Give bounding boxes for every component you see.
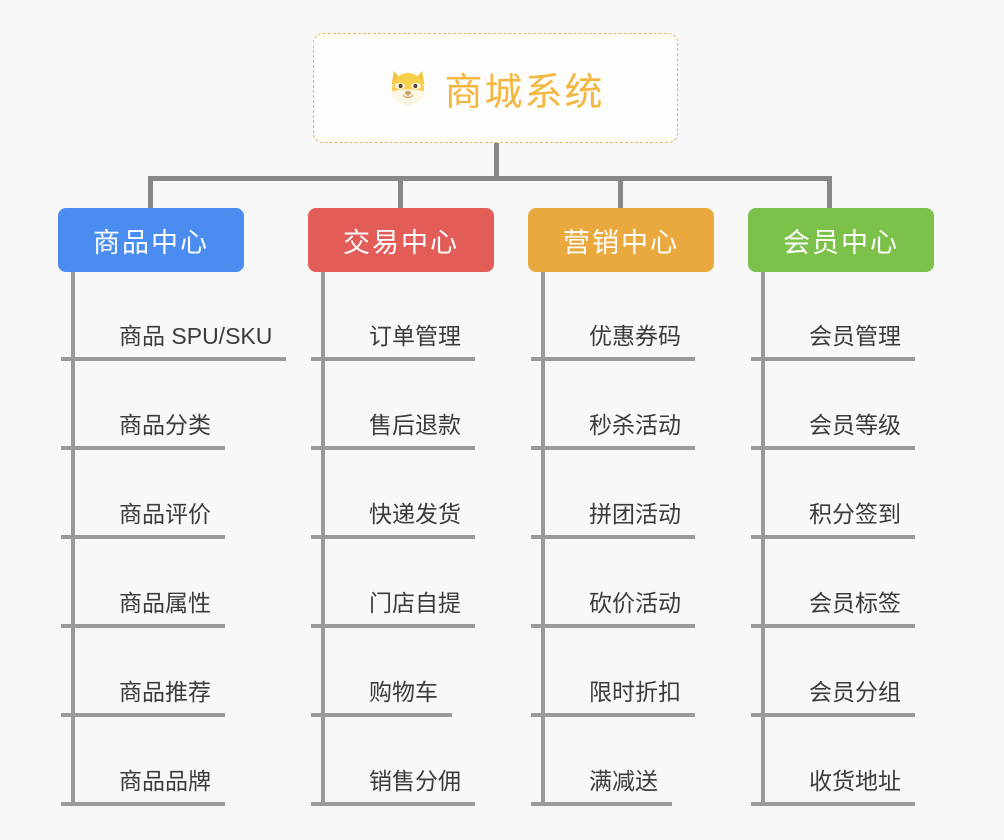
list-item[interactable]: 限时折扣: [531, 628, 748, 717]
branch-marketing-center: 营销中心 优惠券码 秒杀活动 拼团活动 砍价活动 限时折扣 满减送: [528, 208, 748, 806]
leaf-label: 商品评价: [61, 495, 225, 539]
leaf-label: 购物车: [311, 673, 452, 717]
leaf-label: 优惠券码: [531, 317, 695, 361]
shiba-inu-dog-icon: [386, 66, 430, 110]
leaf-trunk: 会员管理 会员等级 积分签到 会员标签 会员分组 收货地址: [751, 272, 968, 806]
leaf-label: 会员等级: [751, 406, 915, 450]
connector-root-stem: [494, 143, 499, 179]
leaf-label: 销售分佣: [311, 762, 475, 806]
list-item[interactable]: 积分签到: [751, 450, 968, 539]
list-item[interactable]: 会员等级: [751, 361, 968, 450]
list-item[interactable]: 购物车: [311, 628, 528, 717]
list-item[interactable]: 商品属性: [61, 539, 278, 628]
list-item[interactable]: 商品分类: [61, 361, 278, 450]
list-item[interactable]: 售后退款: [311, 361, 528, 450]
leaf-label: 限时折扣: [531, 673, 695, 717]
category-title: 商品中心: [93, 227, 209, 258]
list-item[interactable]: 会员管理: [751, 272, 968, 361]
list-item[interactable]: 快递发货: [311, 450, 528, 539]
branch-product-center: 商品中心 商品 SPU/SKU 商品分类 商品评价 商品属性 商品推荐 商品品牌: [58, 208, 287, 806]
list-item[interactable]: 销售分佣: [311, 717, 528, 806]
list-item[interactable]: 会员标签: [751, 539, 968, 628]
list-item[interactable]: 满减送: [531, 717, 748, 806]
root-title: 商城系统: [444, 71, 605, 114]
connector-drop-2: [398, 176, 403, 208]
leaf-label: 秒杀活动: [531, 406, 695, 450]
list-item[interactable]: 收货地址: [751, 717, 968, 806]
list-item[interactable]: 门店自提: [311, 539, 528, 628]
leaf-label: 收货地址: [751, 762, 915, 806]
connector-drop-3: [618, 176, 623, 208]
leaf-label: 售后退款: [311, 406, 475, 450]
list-item[interactable]: 会员分组: [751, 628, 968, 717]
leaf-label: 快递发货: [311, 495, 475, 539]
leaf-trunk: 订单管理 售后退款 快递发货 门店自提 购物车 销售分佣: [311, 272, 528, 806]
connector-drop-1: [148, 176, 153, 208]
category-title: 营销中心: [563, 227, 679, 258]
leaf-label: 商品品牌: [61, 762, 225, 806]
category-header-marketing-center[interactable]: 营销中心: [528, 208, 714, 272]
leaf-label: 砍价活动: [531, 584, 695, 628]
leaf-label: 满减送: [531, 762, 672, 806]
list-item[interactable]: 优惠券码: [531, 272, 748, 361]
branch-trade-center: 交易中心 订单管理 售后退款 快递发货 门店自提 购物车 销售分佣: [308, 208, 528, 806]
leaf-label: 商品分类: [61, 406, 225, 450]
category-header-product-center[interactable]: 商品中心: [58, 208, 244, 272]
list-item[interactable]: 商品推荐: [61, 628, 278, 717]
category-title: 交易中心: [343, 227, 459, 258]
list-item[interactable]: 砍价活动: [531, 539, 748, 628]
list-item[interactable]: 拼团活动: [531, 450, 748, 539]
leaf-label: 门店自提: [311, 584, 475, 628]
leaf-label: 积分签到: [751, 495, 915, 539]
category-header-member-center[interactable]: 会员中心: [748, 208, 934, 272]
category-header-trade-center[interactable]: 交易中心: [308, 208, 494, 272]
list-item[interactable]: 商品评价: [61, 450, 278, 539]
leaf-label: 会员管理: [751, 317, 915, 361]
leaf-label: 商品属性: [61, 584, 225, 628]
list-item[interactable]: 订单管理: [311, 272, 528, 361]
list-item[interactable]: 秒杀活动: [531, 361, 748, 450]
leaf-label: 订单管理: [311, 317, 475, 361]
leaf-label: 会员分组: [751, 673, 915, 717]
list-item[interactable]: 商品 SPU/SKU: [61, 272, 287, 361]
leaf-trunk: 商品 SPU/SKU 商品分类 商品评价 商品属性 商品推荐 商品品牌: [61, 272, 287, 806]
branch-member-center: 会员中心 会员管理 会员等级 积分签到 会员标签 会员分组 收货地址: [748, 208, 968, 806]
leaf-label: 拼团活动: [531, 495, 695, 539]
root-node[interactable]: 商城系统: [313, 33, 678, 143]
connector-horizontal-bar: [148, 176, 832, 181]
leaf-label: 会员标签: [751, 584, 915, 628]
list-item[interactable]: 商品品牌: [61, 717, 278, 806]
category-title: 会员中心: [783, 227, 899, 258]
leaf-label: 商品推荐: [61, 673, 225, 717]
connector-drop-4: [827, 176, 832, 208]
leaf-label: 商品 SPU/SKU: [61, 317, 287, 361]
leaf-trunk: 优惠券码 秒杀活动 拼团活动 砍价活动 限时折扣 满减送: [531, 272, 748, 806]
